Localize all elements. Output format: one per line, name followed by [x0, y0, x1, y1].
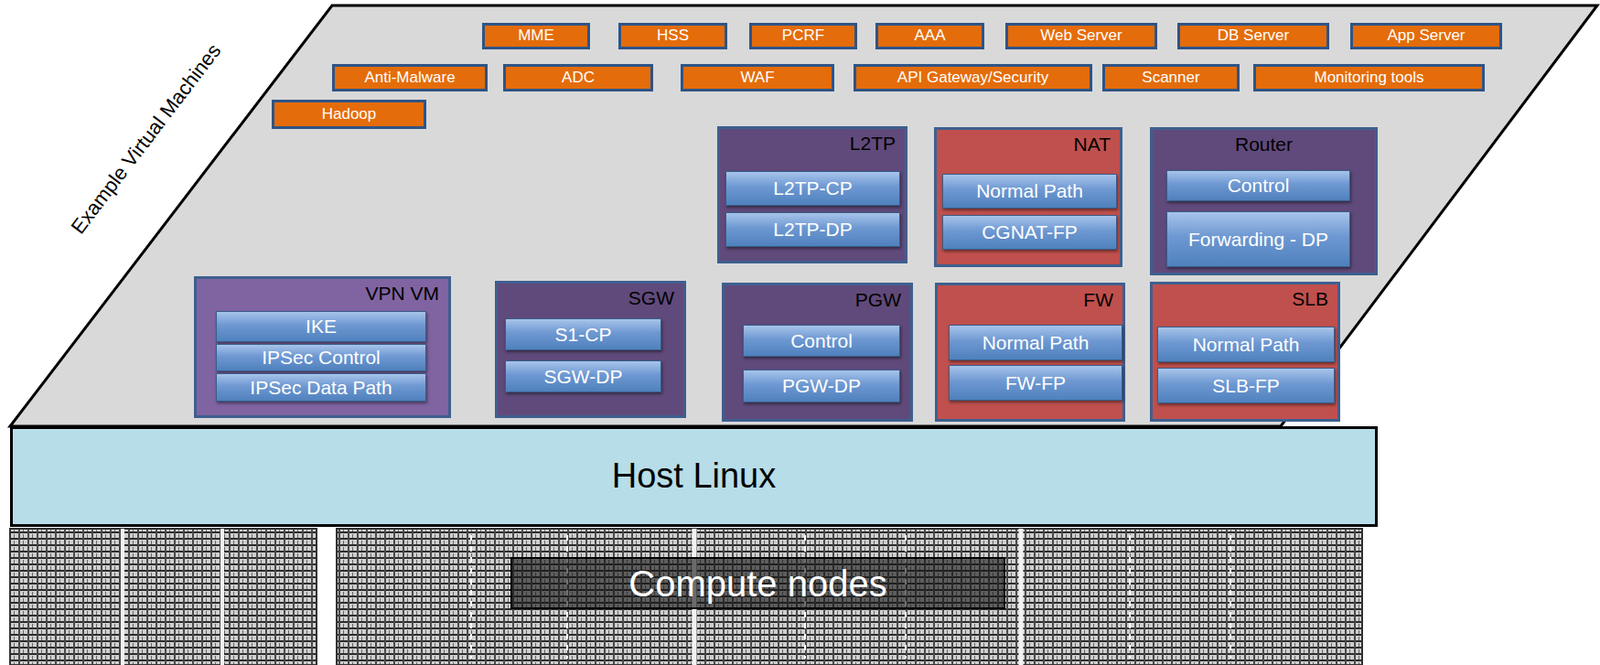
box-label: App Server	[1386, 27, 1465, 45]
box-label: Scanner	[1141, 69, 1200, 87]
vm-group-box: FW Normal PathFW-FP	[934, 282, 1126, 422]
group-title: SGW	[497, 283, 684, 309]
box-label: SLB-FP	[1212, 375, 1280, 397]
box-label: Normal Path	[976, 180, 1084, 202]
box-label: S1-CP	[555, 323, 613, 345]
vm-box: DB Server	[1177, 22, 1330, 50]
box-label: CGNAT-FP	[981, 221, 1078, 243]
group-title: NAT	[936, 129, 1120, 155]
vm-group-box: VPN VM IKE IPSec ControlIPSec Data Path	[193, 276, 452, 419]
function-box: L2TP-DP	[725, 212, 901, 247]
group-title: VPN VM	[196, 279, 449, 304]
box-label: IKE	[305, 315, 337, 337]
box-label: Monitoring tools	[1313, 69, 1424, 87]
vm-box: Scanner	[1102, 64, 1240, 92]
blade-divider	[470, 535, 473, 659]
vm-group-box: SGW S1-CP SGW-DP	[494, 280, 687, 419]
group-title: PGW	[724, 285, 911, 311]
function-box: FW-FP	[948, 365, 1123, 401]
vm-group-box: PGW ControlPGW-DP	[721, 282, 913, 422]
function-box: L2TP-CP	[725, 171, 901, 206]
function-box: S1-CP	[504, 318, 662, 351]
compute-label-box: Compute nodes	[510, 557, 1006, 610]
box-label: AAA	[913, 27, 945, 45]
box-label: Normal Path	[982, 332, 1090, 354]
vm-box: Monitoring tools	[1253, 64, 1485, 92]
group-title: FW	[937, 285, 1123, 311]
vm-box: WAF	[680, 64, 835, 92]
vm-group-box: SLB Normal PathSLB-FP	[1149, 281, 1341, 422]
function-box: IPSec Control	[215, 343, 427, 372]
function-box: SGW-DP	[504, 360, 662, 393]
box-label: L2TP-CP	[773, 177, 852, 199]
chassis-divider	[120, 528, 125, 665]
group-title: SLB	[1152, 284, 1338, 310]
vm-group-box: RouterControlForwarding - DP	[1149, 127, 1378, 276]
box-label: DB Server	[1217, 27, 1289, 45]
vm-box: Anti-Malware	[332, 64, 488, 92]
chassis-divider	[1019, 528, 1024, 665]
box-label: MME	[517, 27, 555, 45]
function-box: Control	[742, 324, 901, 357]
vm-box: App Server	[1350, 22, 1503, 50]
box-label: ADC	[561, 69, 595, 87]
box-label: Host Linux	[612, 457, 777, 496]
box-label: L2TP-DP	[773, 218, 852, 240]
box-label: SGW-DP	[544, 365, 623, 387]
vm-box: AAA	[875, 22, 985, 50]
box-label: Control	[790, 330, 853, 352]
vm-box: PCRF	[749, 22, 858, 50]
box-label: WAF	[740, 69, 774, 87]
server-chassis	[336, 528, 1363, 665]
function-box: Normal Path	[1157, 326, 1335, 363]
vm-box: HSS	[618, 22, 728, 50]
box-label: Web Server	[1040, 27, 1122, 45]
vm-box: ADC	[503, 64, 654, 92]
box-label: Compute nodes	[628, 563, 887, 604]
server-chassis	[10, 528, 317, 665]
box-label: Forwarding - DP	[1188, 228, 1329, 250]
vm-plane	[10, 5, 1598, 427]
box-label: IPSec Control	[261, 346, 381, 368]
vm-box: MME	[482, 22, 591, 50]
function-box: CGNAT-FP	[942, 214, 1117, 250]
chassis-divider	[220, 528, 225, 665]
box-label: IPSec Data Path	[249, 376, 392, 398]
vm-box: Hadoop	[271, 99, 427, 129]
function-box: Control	[1166, 170, 1351, 202]
server-hardware	[10, 528, 1363, 665]
function-box: Normal Path	[948, 324, 1123, 361]
box-label: PGW-DP	[782, 375, 861, 397]
function-box: Normal Path	[942, 173, 1117, 209]
box-label: FW-FP	[1005, 372, 1066, 394]
vm-box: Web Server	[1005, 22, 1158, 50]
group-title: Router	[1152, 129, 1375, 155]
box-label: PCRF	[782, 27, 825, 45]
box-label: HSS	[656, 27, 689, 45]
vm-group-box: NAT Normal PathCGNAT-FP	[934, 127, 1123, 268]
blade-divider	[1229, 535, 1232, 659]
box-label: Normal Path	[1192, 333, 1300, 355]
group-title: L2TP	[719, 128, 905, 154]
function-box: IKE	[215, 311, 427, 343]
function-box: SLB-FP	[1157, 367, 1335, 404]
function-box: PGW-DP	[742, 369, 901, 403]
vm-group-box: L2TP L2TP-CP L2TP-DP	[717, 126, 908, 264]
box-label: API Gateway/Security	[897, 69, 1049, 87]
box-label: Control	[1227, 174, 1290, 196]
plane-caption: Example Virtual Machines	[66, 40, 226, 239]
vm-box: API Gateway/Security	[853, 64, 1093, 92]
host-os-band: Host Linux	[10, 426, 1378, 527]
box-label: Anti-Malware	[364, 69, 455, 87]
function-box: IPSec Data Path	[215, 373, 427, 402]
function-box: Forwarding - DP	[1166, 211, 1351, 268]
blade-divider	[1128, 535, 1131, 659]
box-label: Hadoop	[322, 106, 377, 124]
